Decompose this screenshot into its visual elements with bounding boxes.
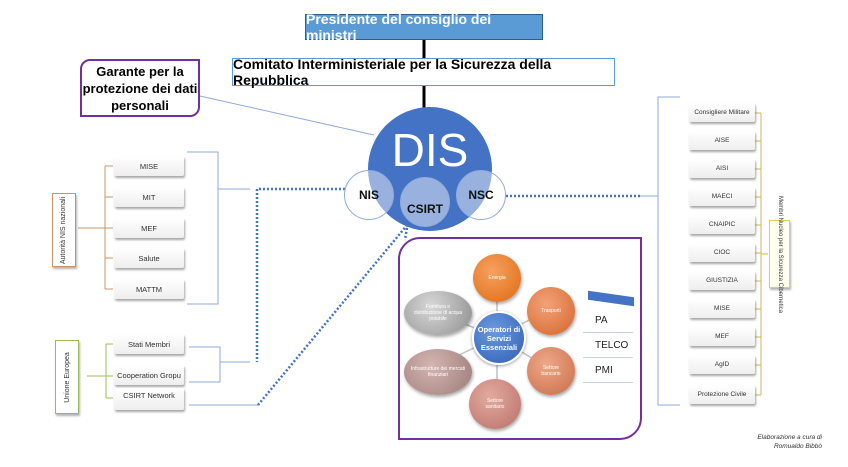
credit-line-2: Romualdo Bibbò <box>773 443 822 450</box>
target-pmi: PMI <box>583 358 633 383</box>
nucleo-item-protezione-civile: Protezione Civile <box>689 385 755 404</box>
nucleo-bracket <box>755 112 768 396</box>
nis-label: NIS <box>358 188 379 202</box>
nucleo-item-maeci: MAECI <box>689 187 755 206</box>
eu-item-csirt-network: CSIRT Network <box>114 388 184 410</box>
nucleo-item-cnaipic: CNAIPIC <box>689 215 755 234</box>
nis-item-mef: MEF <box>114 218 184 238</box>
nis-item-mise: MISE <box>114 156 184 176</box>
eu-bracket <box>87 343 113 399</box>
nis-item-mattm: MATTM <box>114 279 184 299</box>
nsc-circle: NSC <box>456 170 506 220</box>
unione-europea-label: Unione Europea <box>55 340 79 414</box>
other-targets-list: PA TELCO PMI <box>583 296 633 383</box>
connector-garante-dis <box>199 95 375 136</box>
nsc-label: NSC <box>468 188 494 202</box>
eu-right-bracket <box>189 346 258 406</box>
nucleo-item-aisi: AISI <box>689 159 755 178</box>
target-pa: PA <box>583 308 633 333</box>
ose-center: Operatori di Servizi Essenziali <box>472 311 526 365</box>
csirt-label: CSIRT <box>407 202 443 216</box>
comitato-box: Comitato Interministeriale per la Sicure… <box>232 56 615 88</box>
dotted-connectors <box>255 187 640 406</box>
nis-bracket <box>78 165 113 290</box>
dis-label: DIS <box>391 124 469 176</box>
presidente-box: Presidente del consiglio dei ministri <box>305 11 543 43</box>
nucleo-item-mise: MISE <box>689 299 755 318</box>
nis-right-bracket <box>187 151 250 305</box>
nucleo-left-bracket <box>640 96 680 406</box>
autorita-nis-label: Autorità NIS nazionali <box>52 193 76 267</box>
eu-item-cooperation-group: Cooperation Gropu <box>114 365 184 385</box>
nis-item-salute: Salute <box>114 248 184 268</box>
nucleo-item-consigliere-militare: Consigliere Militare <box>689 103 755 122</box>
target-telco: TELCO <box>583 333 633 358</box>
sector-mercati-finanziari: Infrastrutture dei mercati finanziari <box>404 349 472 395</box>
eu-item-stati-membri: Stati Membri <box>114 334 184 354</box>
nis-item-mit: MIT <box>114 187 184 207</box>
nucleo-label: Membri Nucleo per la Sicurezza Ciberneti… <box>769 195 790 313</box>
sector-acqua-potabile: Fornitura e distribuzione di acqua potab… <box>404 291 472 335</box>
nis-circle: NIS <box>344 170 394 220</box>
nucleo-item-mef: MEF <box>689 327 755 346</box>
nucleo-item-aise: AISE <box>689 131 755 150</box>
sector-energia: Energia <box>473 254 521 302</box>
sector-bancario: Settore bancario <box>527 347 575 395</box>
sector-trasporti: Trasporti <box>527 287 575 335</box>
garante-box: Garante per la protezione dei dati perso… <box>80 59 200 117</box>
sector-sanitario: Settore sanitario <box>469 379 521 429</box>
nucleo-item-agid: AgID <box>689 355 755 374</box>
credit-text: Elaborazione a cura di Romualdo Bibbò <box>712 433 822 451</box>
nucleo-item-giustizia: GIUSTIZIA <box>689 271 755 290</box>
csirt-circle: CSIRT <box>400 177 450 227</box>
credit-line-1: Elaborazione a cura di <box>757 434 822 441</box>
nucleo-item-cioc: CIOC <box>689 243 755 262</box>
ose-frame: Energia Trasporti Settore bancario Setto… <box>398 237 642 440</box>
